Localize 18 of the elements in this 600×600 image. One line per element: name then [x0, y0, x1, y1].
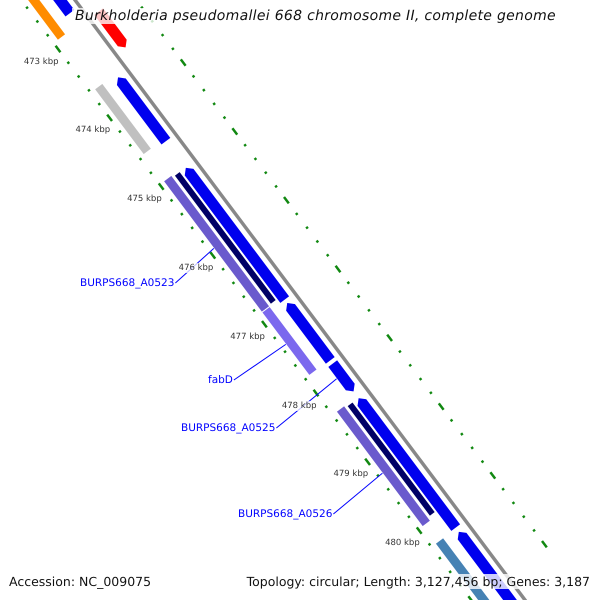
- gene-label: fabD: [208, 374, 233, 386]
- scale-label: 473 kbp: [24, 56, 58, 67]
- gene-block: [326, 358, 356, 393]
- scale-label: 477 kbp: [230, 332, 265, 342]
- scale-label: 476 kbp: [178, 263, 214, 273]
- accession-text: Accession: NC_009075: [9, 574, 152, 589]
- genome-info-text: Topology: circular; Length: 3,127,456 bp; Genes: 3,187: [244, 574, 590, 589]
- gene-label: BURPS668_A0526: [238, 508, 332, 520]
- scale-label: 479 kbp: [333, 469, 368, 480]
- gene-label: BURPS668_A0525: [181, 422, 276, 434]
- scale-label: 474 kbp: [75, 125, 110, 136]
- gene-block: [336, 404, 432, 528]
- scale-label: 478 kbp: [282, 400, 316, 411]
- gene-label: BURPS668_A0523: [80, 277, 174, 289]
- scale-label: 480 kbp: [385, 538, 420, 548]
- scale-label: 475 kbp: [127, 194, 162, 204]
- leader-line: [332, 472, 383, 514]
- leader-line: [233, 344, 286, 380]
